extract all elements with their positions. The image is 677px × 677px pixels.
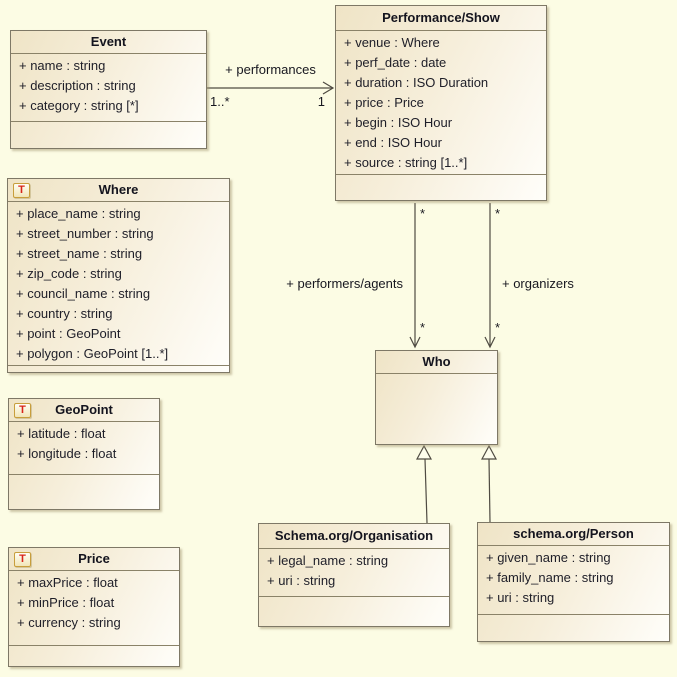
generalization-organisation-line[interactable] — [424, 458, 428, 524]
attributes-compartment: + venue : Where + perf_date : date + dur… — [336, 31, 546, 174]
attribute-row: + zip_code : string — [16, 266, 122, 281]
class-title-label: GeoPoint — [55, 402, 113, 417]
attributes-compartment: + place_name : string + street_number : … — [8, 202, 229, 365]
attribute-row: + polygon : GeoPoint [1..*] — [16, 346, 169, 361]
attribute-row: + uri : string — [486, 590, 555, 605]
attributes-compartment: + given_name : string + family_name : st… — [478, 546, 669, 614]
empty-compartment — [376, 374, 497, 444]
class-box-performance-show[interactable]: Performance/Show + venue : Where + perf_… — [335, 5, 547, 201]
association-performers-label: + performers/agents — [286, 276, 403, 291]
multiplicity-performances-target: 1 — [317, 94, 325, 109]
attributes-compartment: + legal_name : string + uri : string — [259, 549, 449, 596]
association-organizers-label: + organizers — [502, 276, 574, 291]
attribute-row: + street_name : string — [16, 246, 143, 261]
class-box-person[interactable]: schema.org/Person + given_name : string … — [477, 522, 670, 642]
attribute-row: + maxPrice : float — [17, 575, 118, 590]
multiplicity-performances-source: 1..* — [210, 94, 230, 109]
class-title: Who — [376, 351, 497, 374]
class-title-label: Who — [422, 354, 451, 369]
multiplicity-performers-target: * — [420, 320, 426, 335]
attribute-row: + description : string — [19, 78, 136, 93]
operations-compartment — [478, 614, 669, 641]
attributes-compartment: + latitude : float + longitude : float — [9, 422, 159, 474]
attribute-row: + name : string — [19, 58, 106, 73]
attribute-row: + place_name : string — [16, 206, 141, 221]
attribute-row: + source : string [1..*] — [344, 155, 468, 170]
generalization-organisation-triangle-icon — [415, 444, 433, 460]
class-title-label: Performance/Show — [382, 10, 500, 25]
operations-compartment — [8, 365, 229, 372]
class-title-label: schema.org/Person — [513, 526, 634, 541]
class-title-label: Price — [78, 551, 110, 566]
operations-compartment — [9, 474, 159, 509]
attribute-row: + uri : string — [267, 573, 336, 588]
class-title-label: Where — [98, 182, 139, 197]
class-box-event[interactable]: Event + name : string + description : st… — [10, 30, 207, 149]
generalization-person-line[interactable] — [488, 458, 491, 523]
class-title: schema.org/Person — [478, 523, 669, 546]
class-title: Performance/Show — [336, 6, 546, 31]
multiplicity-organizers-target: * — [495, 320, 501, 335]
table-stereotype-icon: T — [13, 183, 30, 198]
operations-compartment — [259, 596, 449, 626]
class-title: T Price — [9, 548, 179, 571]
multiplicity-organizers-source: * — [495, 206, 501, 221]
multiplicity-performers-source: * — [420, 206, 426, 221]
attribute-row: + point : GeoPoint — [16, 326, 121, 341]
attribute-row: + category : string [*] — [19, 98, 139, 113]
table-stereotype-icon: T — [14, 552, 31, 567]
attribute-row: + currency : string — [17, 615, 121, 630]
attribute-row: + latitude : float — [17, 426, 106, 441]
attribute-row: + end : ISO Hour — [344, 135, 442, 150]
attributes-compartment: + name : string + description : string +… — [11, 54, 206, 121]
association-performances-label: + performances — [225, 62, 316, 77]
class-box-organisation[interactable]: Schema.org/Organisation + legal_name : s… — [258, 523, 450, 627]
attribute-row: + street_number : string — [16, 226, 154, 241]
generalization-person-triangle-icon — [480, 444, 498, 460]
operations-compartment — [11, 121, 206, 148]
attribute-row: + given_name : string — [486, 550, 611, 565]
operations-compartment — [336, 174, 546, 200]
class-title: T Where — [8, 179, 229, 202]
class-title: Event — [11, 31, 206, 54]
attribute-row: + perf_date : date — [344, 55, 447, 70]
attribute-row: + longitude : float — [17, 446, 117, 461]
association-organizers-arrowhead-icon — [484, 336, 496, 349]
class-title: T GeoPoint — [9, 399, 159, 422]
association-performers-arrowhead-icon — [409, 336, 421, 349]
attribute-row: + family_name : string — [486, 570, 614, 585]
attribute-row: + council_name : string — [16, 286, 151, 301]
class-box-who[interactable]: Who — [375, 350, 498, 445]
attributes-compartment: + maxPrice : float + minPrice : float + … — [9, 571, 179, 645]
class-title-label: Schema.org/Organisation — [274, 528, 434, 543]
attribute-row: + country : string — [16, 306, 113, 321]
attribute-row: + minPrice : float — [17, 595, 115, 610]
attribute-row: + duration : ISO Duration — [344, 75, 489, 90]
class-box-price[interactable]: T Price + maxPrice : float + minPrice : … — [8, 547, 180, 667]
class-title-label: Event — [90, 34, 127, 49]
association-performances-arrowhead-icon — [322, 81, 335, 95]
class-box-geopoint[interactable]: T GeoPoint + latitude : float + longitud… — [8, 398, 160, 510]
class-box-where[interactable]: T Where + place_name : string + street_n… — [7, 178, 230, 373]
class-title: Schema.org/Organisation — [259, 524, 449, 549]
table-stereotype-icon: T — [14, 403, 31, 418]
operations-compartment — [9, 645, 179, 666]
attribute-row: + venue : Where — [344, 35, 440, 50]
attribute-row: + begin : ISO Hour — [344, 115, 453, 130]
attribute-row: + price : Price — [344, 95, 424, 110]
attribute-row: + legal_name : string — [267, 553, 389, 568]
